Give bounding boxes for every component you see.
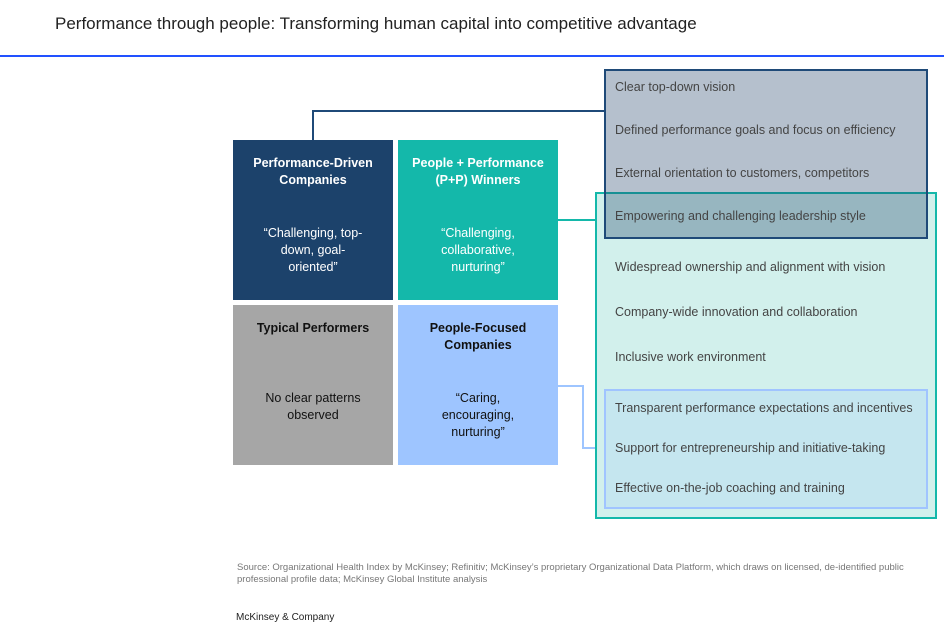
quadrant-quote: “Challenging, collaborative, nurturing” bbox=[441, 226, 515, 274]
quadrant-quote: No clear patterns observed bbox=[265, 391, 361, 422]
quadrant-people-focused: People-Focused Companies “Caring, encour… bbox=[398, 305, 558, 465]
performance-trait: Empowering and challenging leadership st… bbox=[615, 209, 866, 223]
connector-people-v bbox=[582, 385, 584, 449]
performance-trait: External orientation to customers, compe… bbox=[615, 166, 870, 180]
performance-trait: Clear top-down vision bbox=[615, 80, 736, 94]
people-trait: Support for entrepreneurship and initiat… bbox=[615, 441, 886, 455]
quadrant-quote: “Caring, encouraging, nurturing” bbox=[441, 391, 515, 439]
source-note: Source: Organizational Health Index by M… bbox=[237, 562, 904, 585]
performance-trait: Defined performance goals and focus on e… bbox=[615, 123, 896, 137]
connector-performance bbox=[312, 110, 314, 140]
quadrant-heading: People + Performance (P+P) Winners bbox=[412, 156, 544, 187]
header-divider bbox=[0, 55, 944, 57]
performance-traits-box bbox=[604, 69, 928, 239]
quadrant-heading: Typical Performers bbox=[256, 321, 370, 335]
page-title: Performance through people: Transforming… bbox=[55, 14, 697, 33]
quadrant-pp-winners: People + Performance (P+P) Winners “Chal… bbox=[398, 140, 558, 300]
people-traits-box bbox=[604, 389, 928, 509]
quadrant-performance-driven: Performance-Driven Companies “Challengin… bbox=[233, 140, 393, 300]
connector-people-h bbox=[582, 447, 605, 449]
quadrant-typical: Typical Performers No clear patterns obs… bbox=[233, 305, 393, 465]
people-trait: Transparent performance expectations and… bbox=[615, 401, 913, 415]
brand-logo: McKinsey & Company bbox=[236, 612, 335, 623]
connector-people bbox=[558, 385, 583, 387]
connector-performance-h bbox=[312, 110, 605, 112]
people-trait: Effective on-the-job coaching and traini… bbox=[615, 481, 845, 495]
quadrant-heading: Performance-Driven Companies bbox=[253, 156, 373, 187]
connector-winners bbox=[558, 219, 595, 221]
quadrant-heading: People-Focused Companies bbox=[429, 321, 527, 352]
winner-trait: Company-wide innovation and collaboratio… bbox=[615, 305, 858, 319]
winner-trait: Inclusive work environment bbox=[615, 350, 766, 364]
quadrant-quote: “Challenging, top-down, goal-oriented” bbox=[263, 226, 363, 274]
winner-trait: Widespread ownership and alignment with … bbox=[615, 260, 886, 274]
